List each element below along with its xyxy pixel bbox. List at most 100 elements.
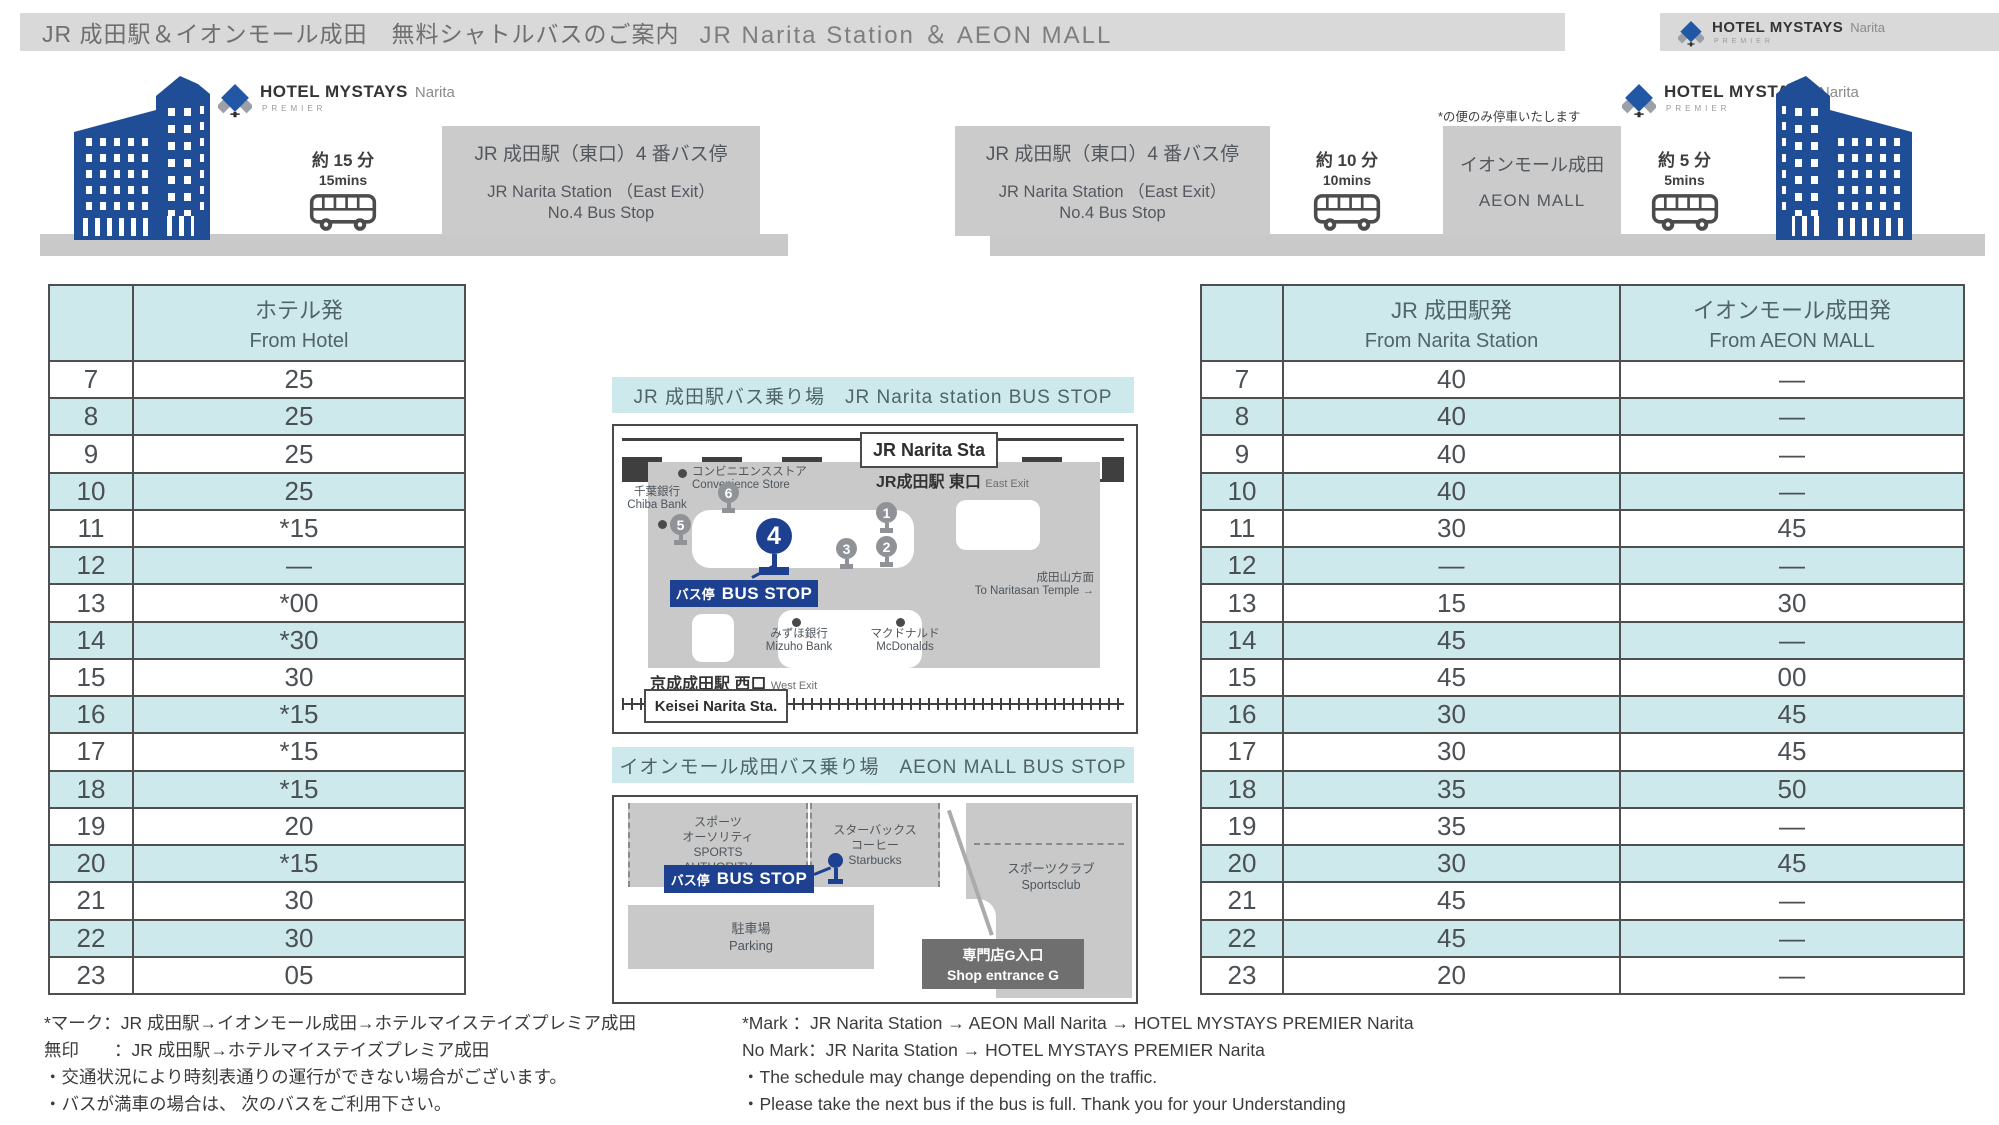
station-minutes-cell: 35 [1282,808,1619,845]
hour-cell: 22 [1227,922,1257,953]
hour-cell: 16 [1227,699,1257,730]
hour-cell: 9 [83,438,99,469]
note-line: ・The schedule may change depending on th… [742,1067,1158,1087]
mizuho-en: Mizuho Bank [765,641,833,653]
station-minutes-cell: 40 [1282,399,1619,435]
page-title-jp: JR 成田駅＆イオンモール成田 無料シャトルバスのご案内 [42,21,680,47]
bus-stop-label: バス停 BUS STOP [670,580,818,607]
hour-cell: 7 [83,364,99,395]
aeon-minutes-cell: — [1619,548,1963,584]
station-stop-en1: JR Narita Station （East Exit） [487,183,715,201]
convenience-en: Convenience Store [692,479,790,491]
bus-stop-label-jp: バス停 [670,872,710,888]
travel-time-aeon-to-hotel: 約 5 分 5mins [1632,146,1737,237]
aeon-minutes-cell: 45 [1619,846,1963,882]
hotel-building-illustration [1768,70,1918,242]
aeon-minutes-cell: 30 [1619,585,1963,621]
minutes-cell: *15 [132,734,464,770]
note-line: ・交通状況により時刻表通りの運行ができない場合がございます。 [44,1067,567,1087]
station-minutes-cell: 35 [1282,771,1619,807]
east-exit-building [956,500,1040,550]
minutes-cell: — [132,548,464,584]
sports-jp1: スポーツ [694,815,742,829]
table-row: 12—— [1202,546,1963,584]
hour-cell: 11 [1228,513,1256,544]
hour-cell: 11 [77,513,105,544]
jr-narita-sta-label: JR Narita Sta [860,432,998,468]
minutes-cell: *15 [132,510,464,547]
station-minutes-cell: 30 [1282,697,1619,733]
bus-stop-3: 3 [836,538,857,569]
aeon-mall-box: イオンモール成田 AEON MALL [1443,126,1621,236]
aeon-mall-map: スポーツ オーソリティ SPORTS AUTHORITY スターバックス コーヒ… [612,795,1138,1004]
parking-jp: 駐車場 [731,921,771,936]
east-exit-en: East Exit [985,478,1029,490]
minutes-cell: 25 [132,399,464,435]
hour-cell: 15 [76,661,106,692]
hour-cell: 20 [76,848,106,879]
minutes-cell: 30 [132,659,464,696]
minutes-cell: 30 [132,920,464,956]
hour-cell: 10 [1227,475,1257,506]
hour-cell: 14 [76,624,106,655]
starbucks-jp2: コーヒー [850,837,899,852]
minutes-cell: *15 [132,697,464,733]
entrance-en: Shop entrance G [946,967,1060,983]
notes-jp: *マーク：JR 成田駅→イオンモール成田→ホテルマイステイズプレミア成田無印 ：… [44,1010,724,1118]
hour-cell: 13 [1227,587,1257,618]
station-stop-box-left: JR 成田駅（東口）4 番バス停 JR Narita Station （East… [442,126,760,236]
table-row: 7 25 [50,362,464,398]
mcdonalds-en: McDonalds [876,641,934,653]
bus-icon [1651,188,1719,237]
hour-cell: 8 [1234,401,1250,432]
hour-cell: 18 [76,773,106,804]
hour-cell: 21 [1227,885,1257,916]
station-minutes-cell: 20 [1282,957,1619,993]
mcdonalds-jp: マクドナルド [870,628,940,640]
hour-cell: 8 [83,401,99,432]
poi-dot-icon [678,469,687,478]
hour-cell: 12 [1227,550,1257,581]
minutes-cell: 20 [132,808,464,845]
bus-stop-label-en: BUS STOP [716,869,808,888]
from-station-table: JR 成田駅発 From Narita Station イオンモール成田発 Fr… [1200,284,1965,995]
station-minutes-cell: 45 [1282,920,1619,956]
minutes-cell: 25 [132,362,464,398]
bus-stop-6: 6 [718,482,739,513]
keisei-railway-line [622,703,1124,705]
bus-stop-sign-icon [828,853,843,884]
mcdonalds-label: マクドナルド McDonalds [860,628,950,654]
bus-stop-1: 1 [876,502,897,533]
hour-cell: 12 [76,550,106,581]
station-stop-en2: No.4 Bus Stop [1059,204,1166,222]
station-minutes-cell: 30 [1282,734,1619,770]
starbucks-en: Starbucks [848,852,902,867]
station-stop-en1: JR Narita Station （East Exit） [998,183,1227,201]
aeon-minutes-cell: — [1619,622,1963,658]
hotel-logo: HOTEL MYSTAYS Narita PREMIER [216,82,455,125]
station-minutes-cell: 45 [1282,883,1619,919]
brand-premier: PREMIER [262,104,327,113]
club-jp: スポーツクラブ [1007,862,1095,876]
station-minutes-cell: 45 [1282,659,1619,696]
table-row: 18*15 [50,769,464,807]
bus-stop-5: 5 [670,514,691,545]
hour-cell: 15 [1227,661,1257,692]
poi-dot-icon [792,618,801,627]
page-title: JR 成田駅＆イオンモール成田 無料シャトルバスのご案内 JR Narita S… [20,13,1565,51]
minutes-cell: 25 [132,436,464,472]
hour-cell: 21 [76,885,106,916]
header-en: From Hotel [249,330,349,352]
duration-jp: 約 5 分 [1658,151,1711,170]
aeon-minutes-cell: — [1619,436,1963,472]
sports-en1: SPORTS [693,845,743,859]
brand-name: HOTEL MYSTAYS [260,82,408,101]
